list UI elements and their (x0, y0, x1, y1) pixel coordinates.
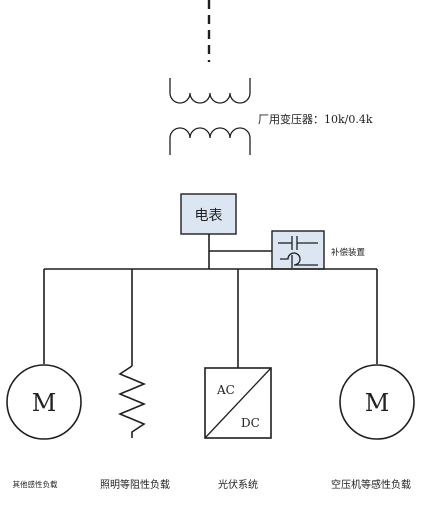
transformer-symbol (169, 78, 251, 155)
meter-box (180, 193, 237, 235)
load-caption-1: 其他感性负载 (13, 479, 58, 489)
motor-2-label: M (365, 389, 390, 417)
motor-1-symbol (6, 364, 82, 440)
converter-box (204, 367, 272, 439)
transformer-secondary-winding (169, 127, 251, 155)
transformer-primary-winding (169, 78, 251, 104)
converter-ac-label: AC (216, 383, 235, 397)
transformer-label: 厂用变压器：10k/0.4k (258, 112, 373, 126)
converter-dc-label: DC (241, 416, 260, 430)
ac-dc-converter: AC DC (204, 367, 272, 439)
compensation-label: 补偿装置 (331, 247, 366, 258)
load-caption-2: 照明等阻性负载 (100, 478, 170, 491)
resistor-symbol (117, 365, 147, 438)
motor-2-symbol (339, 364, 415, 440)
load-caption-4: 空压机等感性负载 (331, 478, 411, 491)
load-caption-3: 光伏系统 (218, 478, 258, 491)
converter-diagonal (204, 367, 272, 439)
reactor-coil-icon (280, 252, 318, 266)
compensation-device (271, 230, 325, 270)
motor-1-label: M (32, 389, 57, 417)
meter-label: 电表 (195, 208, 223, 224)
